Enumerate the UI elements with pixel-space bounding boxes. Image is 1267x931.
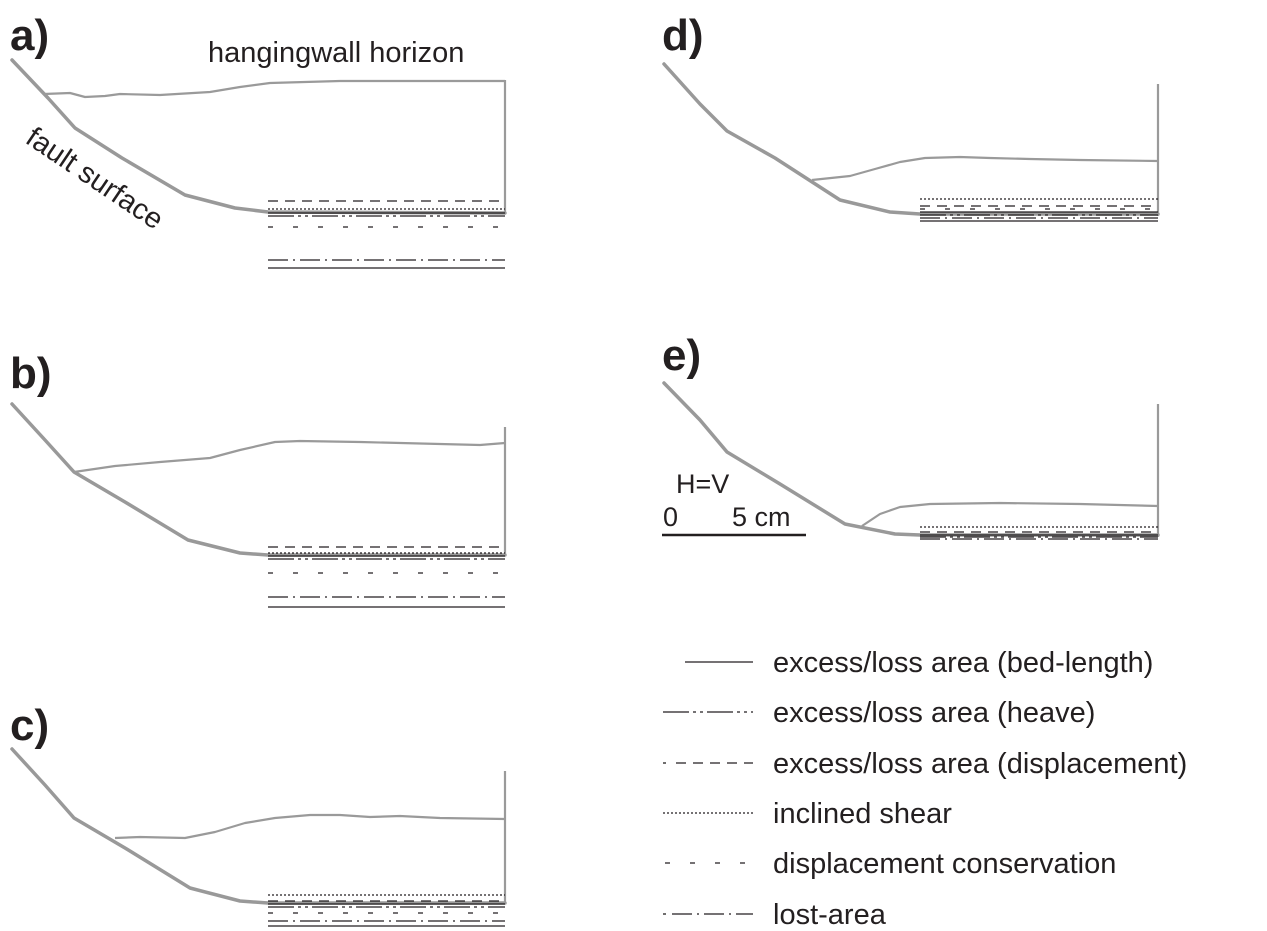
panel-d: d) [662,11,1160,222]
panel-b: b) [10,349,507,608]
scale-ratio: H=V [676,469,729,499]
panel-a: a) hangingwall horizon fault surface [10,11,507,269]
restoration-lines [920,526,1158,540]
restoration-lines [268,546,505,608]
legend-item-inclined-shear: inclined shear [663,798,952,830]
panel-a-label: a) [10,11,49,60]
legend-label: excess/loss area (displacement) [773,748,1187,780]
legend-label: excess/loss area (bed-length) [773,647,1153,679]
scale-length: 5 cm [732,502,791,532]
hangingwall-horizon-line [73,439,506,474]
panel-c: c) [10,701,507,927]
legend-label: displacement conservation [773,848,1116,880]
restoration-lines [920,198,1158,222]
fault-surface-line [662,62,1160,216]
fault-surface-line [10,747,507,905]
hangingwall-horizon-line [114,813,506,840]
fault-surface-line [10,58,507,215]
fault-surface-line [662,381,1160,537]
panel-b-label: b) [10,349,52,398]
hangingwall-horizon-label: hangingwall horizon [208,37,464,69]
legend-item-displacement-conservation: displacement conservation [665,848,1116,880]
legend-item-displacement: excess/loss area (displacement) [663,748,1187,780]
panel-c-label: c) [10,701,49,750]
legend-item-lost-area: lost-area [663,899,887,931]
hangingwall-horizon-line [811,155,1159,182]
hangingwall-horizon-line [43,79,505,99]
panel-d-label: d) [662,11,704,60]
hangingwall-horizon-line [861,501,1159,527]
legend-item-bed-length: excess/loss area (bed-length) [685,647,1153,679]
restoration-lines [268,894,505,927]
fault-surface-line [10,402,507,557]
scale-zero: 0 [663,502,678,532]
restoration-lines [268,200,505,269]
legend-label: inclined shear [773,798,952,830]
legend-label: excess/loss area (heave) [773,697,1095,729]
scale-bar: H=V 0 5 cm [662,469,806,537]
panel-e: e) H=V 0 5 cm [662,331,1160,540]
panel-e-label: e) [662,331,701,380]
legend: excess/loss area (bed-length) excess/los… [663,647,1187,931]
legend-label: lost-area [773,899,887,931]
legend-item-heave: excess/loss area (heave) [663,697,1095,729]
